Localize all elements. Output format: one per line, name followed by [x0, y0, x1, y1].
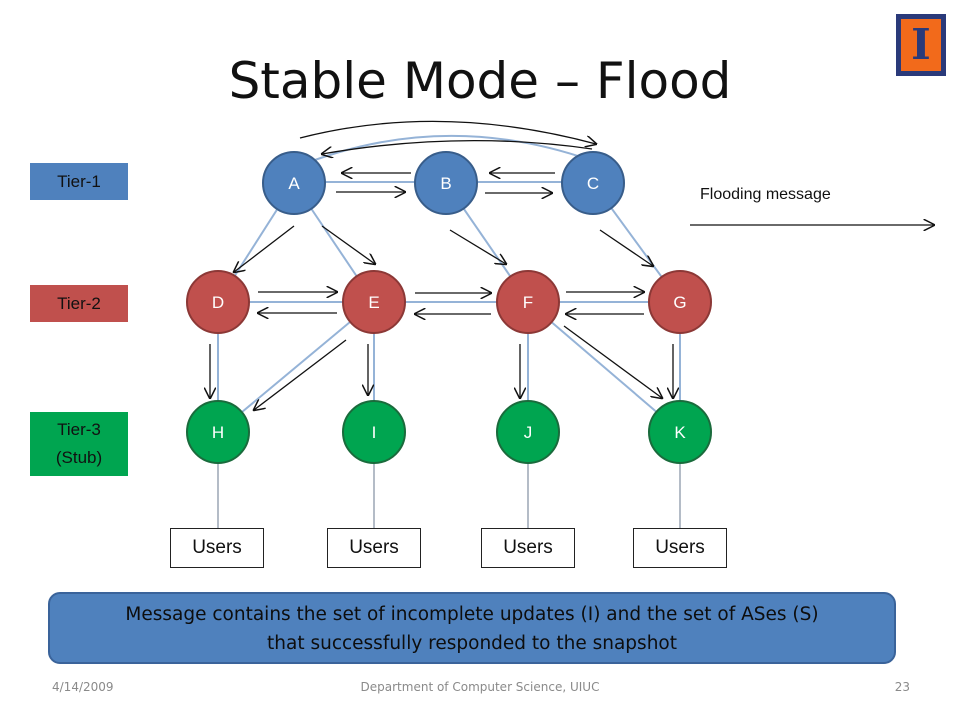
node-j: J	[496, 400, 560, 464]
flooding-message-label: Flooding message	[700, 186, 831, 203]
node-c: C	[561, 151, 625, 215]
node-k: K	[648, 400, 712, 464]
illinois-logo-icon: I	[896, 14, 946, 76]
callout-line-2: that successfully responded to the snaps…	[267, 633, 677, 654]
node-i: I	[342, 400, 406, 464]
node-a: A	[262, 151, 326, 215]
node-c-label: C	[587, 174, 599, 193]
tier-1-label: Tier-1	[30, 163, 128, 200]
node-g: G	[648, 270, 712, 334]
node-d: D	[186, 270, 250, 334]
node-d-label: D	[212, 293, 224, 312]
users-box-j: Users	[481, 528, 575, 568]
node-b: B	[414, 151, 478, 215]
node-j-label: J	[524, 423, 533, 442]
node-f-label: F	[523, 293, 533, 312]
node-i-label: I	[372, 423, 377, 442]
node-h-label: H	[212, 423, 224, 442]
callout-line-1: Message contains the set of incomplete u…	[125, 604, 819, 625]
users-box-k: Users	[633, 528, 727, 568]
tier-2-label: Tier-2	[30, 285, 128, 322]
node-e-label: E	[368, 293, 379, 312]
node-k-label: K	[674, 423, 686, 442]
users-box-i: Users	[327, 528, 421, 568]
users-box-h: Users	[170, 528, 264, 568]
message-callout: Message contains the set of incomplete u…	[48, 592, 896, 664]
tier-3-label-line2: (Stub)	[55, 448, 103, 467]
node-e: E	[342, 270, 406, 334]
node-b-label: B	[440, 174, 451, 193]
tier-3-label-line1: Tier-3	[57, 420, 101, 439]
slide-title: Stable Mode – Flood	[228, 52, 732, 110]
node-g-label: G	[673, 293, 686, 312]
footer-department: Department of Computer Science, UIUC	[360, 680, 600, 694]
node-h: H	[186, 400, 250, 464]
user-lines	[217, 463, 681, 528]
flood-arrows	[210, 120, 673, 410]
footer-page-number: 23	[894, 680, 910, 694]
node-f: F	[496, 270, 560, 334]
footer-date: 4/14/2009	[52, 680, 114, 694]
node-a-label: A	[288, 174, 300, 193]
tier-3-label: Tier-3 (Stub)	[30, 412, 128, 476]
